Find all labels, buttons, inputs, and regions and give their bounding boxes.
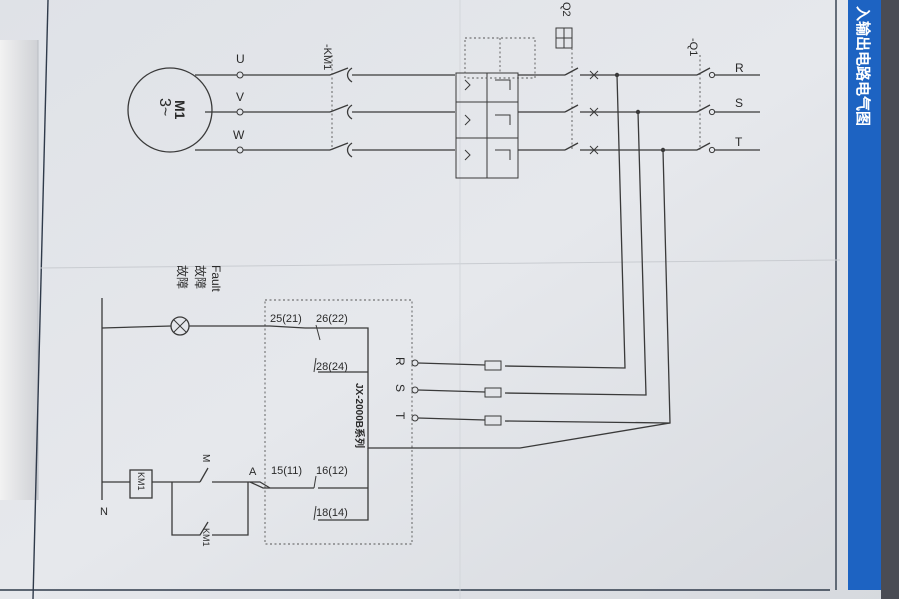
km1-coil-label: KM1	[136, 472, 146, 491]
fault-label-en: Fault	[209, 265, 223, 292]
km1-aux-label: KM1	[201, 528, 211, 547]
controller-fuses	[484, 360, 502, 426]
q1-breaker: -Q1	[687, 38, 716, 154]
fold-crease	[39, 259, 841, 269]
terminal-15: 15(11)	[271, 465, 302, 477]
terminal-28: 28(24)	[316, 361, 348, 373]
supply-s: S	[735, 96, 743, 110]
fault-label-cn2: 故障	[175, 265, 190, 289]
terminal-18: 18(14)	[316, 507, 348, 519]
km1-main-contacts: -KM1	[321, 44, 353, 158]
neutral-label: N	[100, 506, 108, 518]
motor-phase: 3~	[156, 98, 173, 116]
terminal-w: W	[233, 128, 245, 142]
terminal-v: V	[236, 90, 244, 104]
km1-coil: KM1	[129, 469, 153, 499]
soft-starter-block	[455, 37, 536, 179]
controller-in-r: R	[393, 357, 407, 366]
motor-symbol	[127, 67, 213, 153]
controller-box: R S T JX-2000B系列 25(21) 26(22) 28(24) 15…	[264, 299, 413, 545]
terminal-16: 16(12)	[316, 465, 348, 477]
terminal-25: 25(21)	[270, 313, 302, 325]
terminal-u: U	[236, 52, 245, 66]
q2-label: Q2	[560, 2, 572, 17]
fault-lamp: Fault 故障 故障	[170, 265, 223, 336]
title-strip	[848, 0, 881, 590]
diagram-title: 入输出电路电气图	[854, 6, 872, 126]
km1-label: -KM1	[321, 44, 333, 70]
fault-label-cn1: 故障	[193, 265, 208, 289]
terminal-a: A	[249, 466, 257, 478]
terminal-26: 26(22)	[316, 313, 348, 325]
q1-label: -Q1	[687, 38, 699, 56]
controller-in-s: S	[393, 384, 407, 392]
supply-t: T	[735, 135, 743, 149]
m-label: M	[200, 454, 211, 462]
controller-in-t: T	[393, 412, 407, 420]
controller-model: JX-2000B系列	[353, 383, 366, 448]
supply-r: R	[735, 61, 744, 75]
paper-edge	[0, 40, 38, 500]
motor-name: M1	[172, 100, 188, 120]
frame-left	[32, 0, 49, 599]
